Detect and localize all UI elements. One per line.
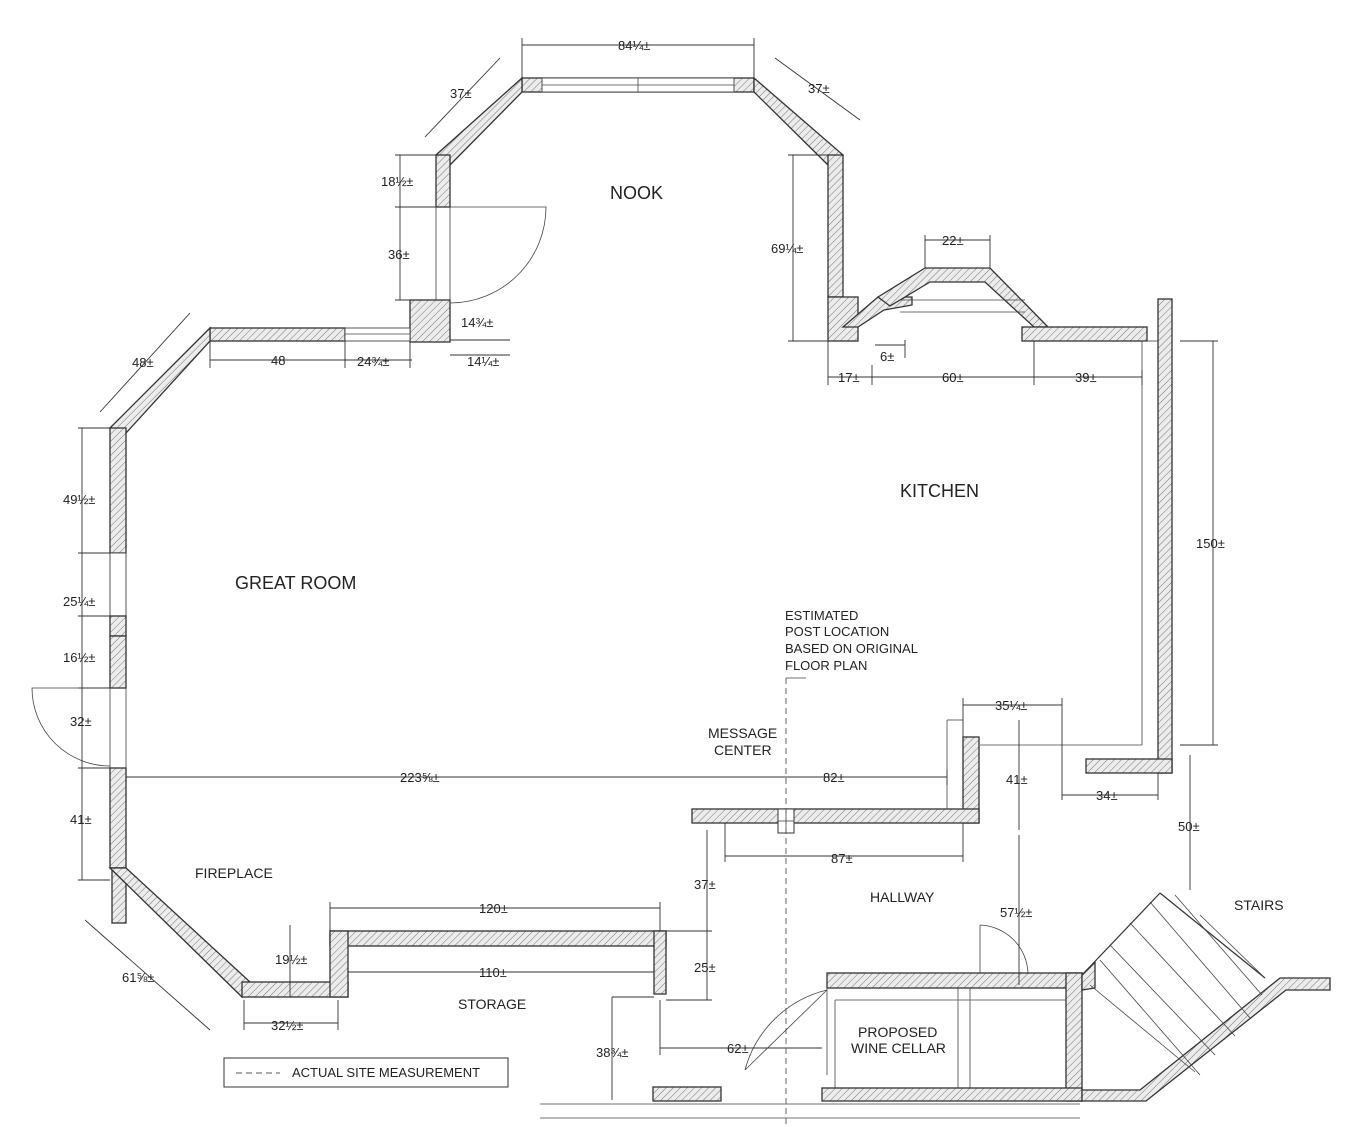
nook-left-wall-upper	[435, 154, 451, 208]
dim-bay-top: 22±	[942, 233, 964, 248]
nook-right-diagonal-wall	[753, 76, 845, 166]
note-line3: BASED ON ORIGINAL	[785, 641, 918, 656]
great-room-label: GREAT ROOM	[235, 573, 356, 593]
dim-gr-left-4: 41±	[70, 812, 92, 827]
dim-storage-38: 38¾±	[596, 1045, 628, 1060]
storage-label: STORAGE	[458, 996, 526, 1012]
post-note: ESTIMATED POST LOCATION BASED ON ORIGINA…	[785, 608, 918, 673]
dim-storage-25: 25±	[694, 960, 716, 975]
room-labels: NOOK KITCHEN GREAT ROOM HALLWAY STAIRS S…	[195, 183, 1284, 1056]
dim-kitchen-60: 60±	[942, 370, 964, 385]
stairs-treads	[1081, 892, 1266, 1076]
great-room-left-window	[109, 552, 127, 617]
walls	[31, 76, 1331, 1119]
storage-right-wall	[653, 930, 667, 995]
message-center-label-line2: CENTER	[714, 742, 772, 758]
note-line1: ESTIMATED	[785, 608, 858, 623]
dim-fire-19: 19½±	[275, 952, 307, 967]
nook-label: NOOK	[610, 183, 663, 203]
dim-cellar-62: 62±	[727, 1041, 749, 1056]
fireplace-label: FIREPLACE	[195, 865, 273, 881]
wine-cellar-bottom-wall	[821, 1087, 1083, 1102]
kitchen-label: KITCHEN	[900, 481, 979, 501]
dim-hall-57: 57½±	[1000, 905, 1032, 920]
dim-counter-34: 34±	[1096, 788, 1118, 803]
hall-door-swing	[979, 924, 1029, 974]
dim-gr-left-2: 25¼±	[63, 594, 95, 609]
message-center-label-line1: MESSAGE	[708, 725, 777, 741]
dim-nook-top: 84¼±	[618, 38, 650, 53]
dim-gr-left-3: 16½±	[63, 650, 95, 665]
stairs-angled-wall	[1081, 977, 1331, 1102]
note-line4: FLOOR PLAN	[785, 658, 867, 673]
great-room-diagonal-wall	[108, 326, 211, 434]
nook-left-wall-lower	[409, 299, 451, 343]
dim-msg-82: 82±	[823, 770, 845, 785]
wine-cellar-label-line2: WINE CELLAR	[851, 1040, 946, 1056]
kitchen-top-wall	[1021, 326, 1148, 342]
legend: ACTUAL SITE MEASUREMENT	[223, 1057, 509, 1088]
dim-kitchen-right: 150±	[1196, 536, 1225, 551]
dim-gr-top: 48	[271, 353, 285, 368]
dim-kitchen-39: 39±	[1075, 370, 1097, 385]
bottom-left-wall-stub	[652, 1086, 722, 1102]
wine-cellar-label-line1: PROPOSED	[858, 1024, 937, 1040]
dim-hall-37: 37±	[694, 877, 716, 892]
nook-right-wall	[827, 154, 844, 298]
great-room-left-wall-3	[109, 635, 127, 689]
kitchen-right-wall	[1157, 298, 1173, 774]
dim-gr-door: 32±	[70, 714, 92, 729]
storage-left-wall	[329, 930, 349, 998]
note-line2: POST LOCATION	[785, 624, 889, 639]
dim-gr-jamb: 14¼±	[467, 354, 499, 369]
great-room-door-swing	[31, 687, 111, 767]
dimension-lines	[78, 38, 1218, 1100]
wine-cellar-right-wall	[1065, 972, 1083, 1102]
dim-fire-32: 32½±	[271, 1018, 303, 1033]
dim-nook-jamb: 14¾±	[461, 315, 493, 330]
dim-storage-110: 110±	[479, 965, 507, 980]
stairs-label: STAIRS	[1234, 897, 1284, 913]
dim-kitchen-17: 17±	[838, 370, 860, 385]
dim-bay-small: 6±	[880, 349, 894, 364]
dim-gr-left-1: 49½±	[63, 492, 95, 507]
dim-nook-right-wall: 69¼±	[771, 241, 803, 256]
nook-door-swing	[449, 206, 547, 304]
dim-counter-41: 41±	[1006, 772, 1028, 787]
great-room-left-wall-4	[109, 767, 127, 869]
dim-gr-diag-top: 48±	[132, 355, 154, 370]
dim-stairs-50: 50±	[1178, 819, 1200, 834]
dim-nook-left-upper: 18½±	[381, 174, 413, 189]
dim-gr-width: 223⅝±	[400, 770, 440, 785]
kitchen-bay-wall	[876, 267, 1050, 328]
message-center-wall	[691, 808, 980, 824]
dim-gr-window: 24¾±	[357, 354, 389, 369]
wine-cellar-top-wall	[826, 972, 1083, 989]
dim-nook-right-diag: 37±	[808, 81, 830, 96]
legend-box	[223, 1057, 509, 1088]
great-room-left-wall-2	[109, 615, 127, 637]
great-room-top-window	[344, 327, 411, 342]
great-room-top-wall	[209, 327, 346, 342]
stairs-corner	[1081, 960, 1096, 991]
dim-nook-left-diag: 37±	[450, 86, 472, 101]
legend-label: ACTUAL SITE MEASUREMENT	[292, 1065, 480, 1080]
dim-counter-35: 35¼±	[995, 698, 1027, 713]
dimension-labels: 84¼± 37± 37± 18½± 36± 14¾± 69¼± 22± 6± 1…	[63, 38, 1225, 1060]
dim-hall-87: 87±	[831, 851, 853, 866]
dim-nook-door: 36±	[388, 247, 410, 262]
great-room-left-wall-1	[109, 427, 127, 554]
nook-left-diagonal-wall	[434, 76, 523, 166]
dim-storage-120: 120±	[479, 901, 508, 916]
dim-fire-diag: 61⅝±	[122, 970, 154, 985]
hallway-label: HALLWAY	[870, 889, 935, 905]
storage-top-wall	[329, 930, 667, 947]
post-centerline	[785, 677, 806, 1127]
kitchen-bottom-right-wall	[1085, 758, 1173, 774]
